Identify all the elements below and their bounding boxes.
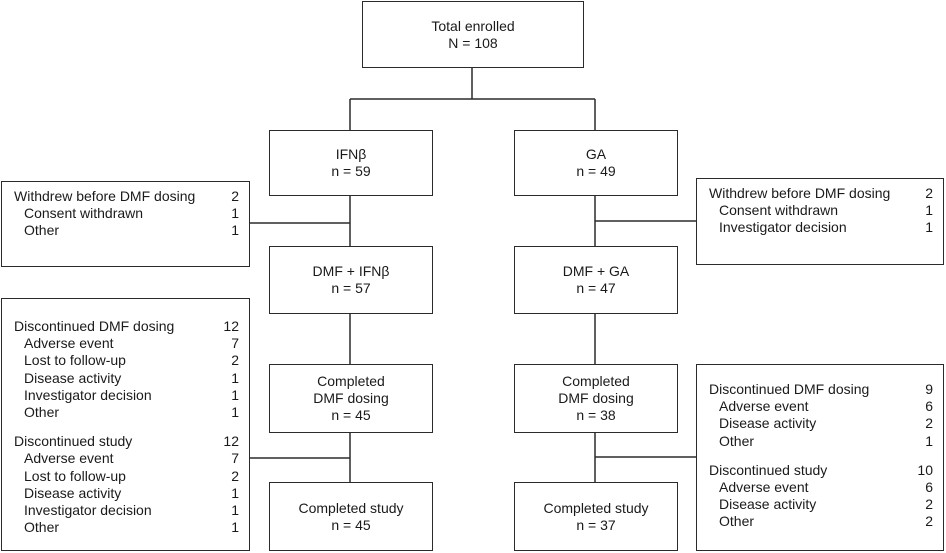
ga-arm-n: n = 49 [576, 163, 616, 179]
left-discontinued-box: Discontinued DMF dosing 12 Adverse event… [1, 298, 250, 551]
left-completed-study-label: Completed study [298, 499, 404, 516]
right-discontinued-dosing-header: Discontinued DMF dosing 9 [709, 381, 933, 397]
right-completed-study-n: n = 37 [576, 516, 616, 533]
list-item: Consent withdrawn 1 [24, 205, 239, 222]
left-discontinued-dosing-header: Discontinued DMF dosing 12 [14, 318, 239, 334]
left-withdrew-title: Withdrew before DMF dosing [14, 188, 196, 204]
total-enrolled-label: Total enrolled [431, 17, 515, 34]
left-withdrew-header: Withdrew before DMF dosing 2 [14, 188, 239, 205]
total-enrolled-box: Total enrolled N = 108 [362, 1, 584, 68]
right-discontinued-study-header: Discontinued study 10 [709, 461, 933, 478]
right-completed-dosing-line1: Completed [562, 373, 630, 389]
right-withdrew-header: Withdrew before DMF dosing 2 [709, 185, 933, 202]
left-completed-dosing-line1: Completed [317, 373, 385, 389]
right-withdrew-title: Withdrew before DMF dosing [709, 185, 891, 201]
list-item: Other 1 [24, 222, 239, 239]
right-completed-dosing-line2: DMF dosing [558, 390, 634, 406]
left-discontinued-study-header: Discontinued study 12 [14, 433, 239, 450]
left-withdrew-box: Withdrew before DMF dosing 2 Consent wit… [1, 181, 250, 267]
ga-arm-label: GA [585, 146, 607, 162]
dmf-ifnb-box: DMF + IFNβ n = 57 [269, 246, 433, 314]
dmf-ga-box: DMF + GA n = 47 [514, 246, 678, 314]
total-enrolled-n: N = 108 [448, 34, 498, 51]
dmf-ifnb-n: n = 57 [331, 280, 371, 296]
left-completed-dosing-box: Completed DMF dosing n = 45 [269, 364, 433, 433]
dmf-ga-label: DMF + GA [562, 263, 630, 279]
right-completed-study-label: Completed study [543, 499, 649, 516]
left-withdrew-count: 2 [231, 188, 239, 204]
ga-arm-box: GA n = 49 [514, 130, 678, 196]
dmf-ifnb-label: DMF + IFNβ [312, 263, 390, 279]
left-completed-study-box: Completed study n = 45 [269, 482, 433, 551]
ifnb-arm-box: IFNβ n = 59 [269, 130, 433, 196]
ifnb-arm-label: IFNβ [335, 146, 367, 162]
right-completed-dosing-box: Completed DMF dosing n = 38 [514, 364, 678, 433]
dmf-ga-n: n = 47 [576, 280, 616, 296]
right-withdrew-box: Withdrew before DMF dosing 2 Consent wit… [696, 178, 944, 265]
list-item: Consent withdrawn 1 [719, 202, 933, 219]
list-item: Investigator decision 1 [719, 219, 933, 236]
left-completed-dosing-n: n = 45 [331, 407, 371, 423]
right-completed-study-box: Completed study n = 37 [514, 482, 678, 551]
left-completed-study-n: n = 45 [331, 516, 371, 533]
left-completed-dosing-line2: DMF dosing [313, 390, 389, 406]
ifnb-arm-n: n = 59 [331, 163, 371, 179]
right-completed-dosing-n: n = 38 [576, 407, 616, 423]
right-withdrew-count: 2 [925, 185, 933, 201]
